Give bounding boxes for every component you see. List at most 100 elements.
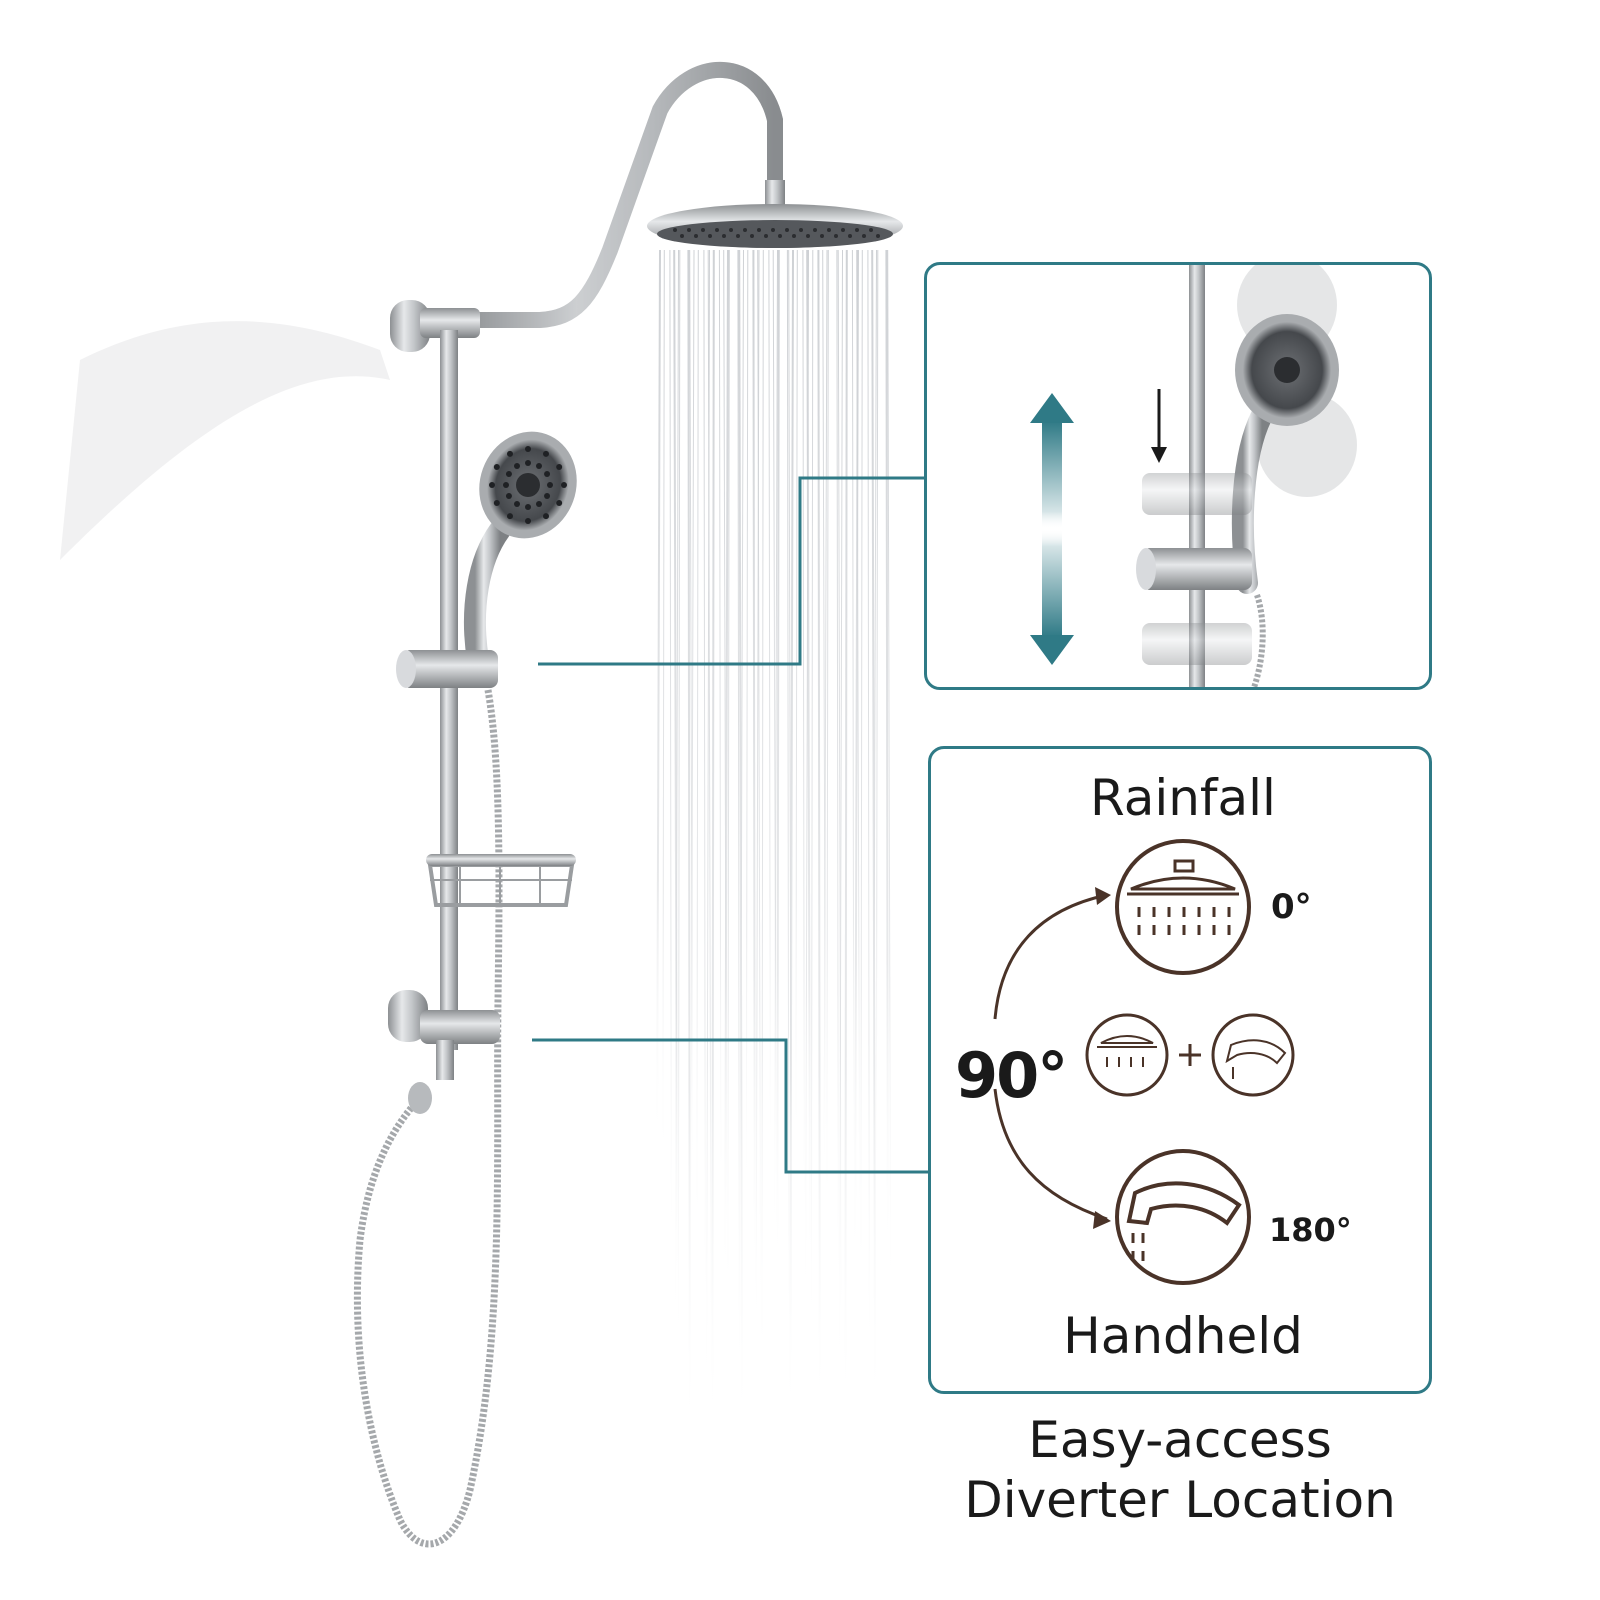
nozzle-dot xyxy=(556,500,563,506)
water-stream xyxy=(795,249,798,1168)
water-stream xyxy=(789,249,794,1431)
nozzle-dot xyxy=(536,501,542,508)
nozzle-dot xyxy=(680,234,684,238)
water-stream xyxy=(822,249,827,1164)
water-stream xyxy=(823,249,828,1201)
handheld-spout-icon xyxy=(1115,1149,1251,1285)
water-stream xyxy=(826,249,829,1238)
nozzle-dot xyxy=(544,471,551,477)
water-stream xyxy=(839,249,843,1386)
plus-icon xyxy=(1179,1044,1201,1066)
water-stream xyxy=(774,249,778,1246)
nozzle-dot xyxy=(743,228,747,232)
nozzle-dot xyxy=(841,228,845,232)
water-stream xyxy=(718,249,722,1217)
nozzle-dot xyxy=(778,234,782,238)
rainfall-showerhead xyxy=(647,180,903,248)
nozzle-dot xyxy=(489,482,495,488)
nozzle-dot xyxy=(525,446,531,452)
rotate-up-arrow-icon xyxy=(993,893,1108,1020)
water-stream xyxy=(673,249,679,1299)
water-stream xyxy=(706,249,710,1406)
nozzle-dot xyxy=(544,493,551,499)
water-stream xyxy=(836,249,839,1312)
nozzle-dot xyxy=(514,462,520,469)
water-stream xyxy=(687,249,691,1447)
nozzle-dot xyxy=(799,228,803,232)
diverter-caption: Easy-access Diverter Location xyxy=(928,1410,1432,1530)
nozzle-dot xyxy=(848,234,852,238)
nozzle-dot xyxy=(493,464,500,470)
nozzle-dot xyxy=(525,460,531,466)
nozzle-dot xyxy=(507,513,513,520)
nozzle-dot xyxy=(505,471,512,477)
nozzle-dot xyxy=(757,228,761,232)
water-stream xyxy=(768,249,771,1172)
top-wall-bracket xyxy=(390,300,480,352)
handheld-angle-label: 180° xyxy=(1269,1211,1352,1249)
nozzle-dot xyxy=(694,234,698,238)
water-stream xyxy=(711,249,715,1443)
handheld-label: Handheld xyxy=(1063,1307,1303,1365)
water-stream xyxy=(802,249,805,1242)
clamp-detail xyxy=(1142,548,1252,590)
nozzle-dot xyxy=(556,464,563,470)
water-stream xyxy=(844,249,848,1423)
water-stream xyxy=(772,249,777,1209)
rainfall-water xyxy=(656,249,892,1447)
water-stream xyxy=(689,249,694,1184)
gooseneck-arm xyxy=(462,61,783,328)
nozzle-dot xyxy=(806,234,810,238)
nozzle-dot xyxy=(820,234,824,238)
water-stream xyxy=(867,249,870,1382)
nozzle-dot xyxy=(722,234,726,238)
nozzle-dot xyxy=(855,228,859,232)
nozzle-dot xyxy=(525,518,531,524)
nozzle-dot xyxy=(547,482,553,488)
nozzle-dot xyxy=(701,228,705,232)
rainfall-label: Rainfall xyxy=(1090,769,1276,827)
water-stream xyxy=(703,249,706,1332)
nozzle-dot xyxy=(543,513,549,520)
nozzle-dot xyxy=(525,504,531,510)
nozzle-dot xyxy=(543,450,549,457)
rainfall-icon xyxy=(1115,839,1251,975)
nozzle-dot xyxy=(771,228,775,232)
nozzle-dot xyxy=(876,234,880,238)
water-stream xyxy=(805,249,809,1316)
water-stream xyxy=(761,249,764,1398)
water-stream xyxy=(871,249,877,1419)
water-stream xyxy=(875,249,879,1193)
water-stream xyxy=(677,249,681,1373)
caption-line-2: Diverter Location xyxy=(964,1471,1396,1529)
nozzle-dot xyxy=(561,482,567,488)
nozzle-dot xyxy=(869,228,873,232)
slide-holder-callout xyxy=(924,262,1432,690)
nozzle-dot xyxy=(862,234,866,238)
water-stream xyxy=(810,249,814,1353)
nozzle-dot xyxy=(785,228,789,232)
wall-shadow xyxy=(60,321,390,560)
water-stream xyxy=(690,249,695,1221)
nozzle-dot xyxy=(505,493,512,499)
diverter-callout: Rainfall 0° 90° 180° Handheld xyxy=(928,746,1432,1394)
nozzle-dot xyxy=(736,234,740,238)
nozzle-dot xyxy=(750,234,754,238)
nozzle-dot xyxy=(834,234,838,238)
water-stream xyxy=(737,249,740,1402)
slide-holder-detail xyxy=(1030,265,1357,687)
water-stream xyxy=(724,249,729,1291)
water-stream xyxy=(860,249,863,1308)
nozzle-dot xyxy=(708,234,712,238)
shower-hose xyxy=(353,689,503,1548)
rotate-down-arrow-icon xyxy=(993,1088,1108,1221)
water-stream xyxy=(740,249,744,1176)
nozzle-dot xyxy=(514,501,520,508)
combo-angle-label: 90° xyxy=(955,1039,1068,1112)
water-stream xyxy=(745,249,749,1213)
diverter-diagram xyxy=(993,839,1295,1285)
nozzle-dot xyxy=(729,228,733,232)
slide-holder-clamp xyxy=(396,650,498,688)
